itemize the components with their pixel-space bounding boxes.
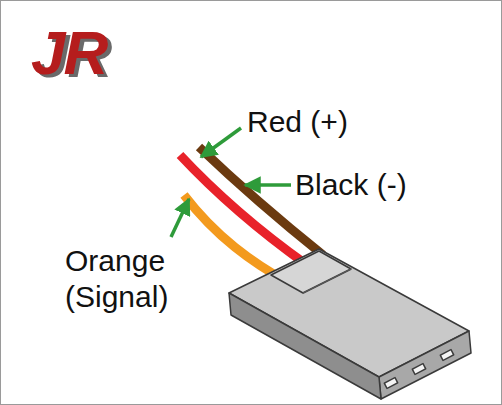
orange-wire (184, 195, 289, 283)
leader-arrow (171, 199, 189, 237)
wire-label: Orange (Signal) (65, 243, 205, 315)
servo-plug (229, 249, 471, 399)
brand-logo: JR (31, 21, 106, 85)
leader-arrow (245, 183, 291, 187)
wire-label: Black (-) (295, 167, 407, 203)
leader-arrow (201, 128, 241, 157)
wire-label: Red (+) (247, 104, 348, 140)
